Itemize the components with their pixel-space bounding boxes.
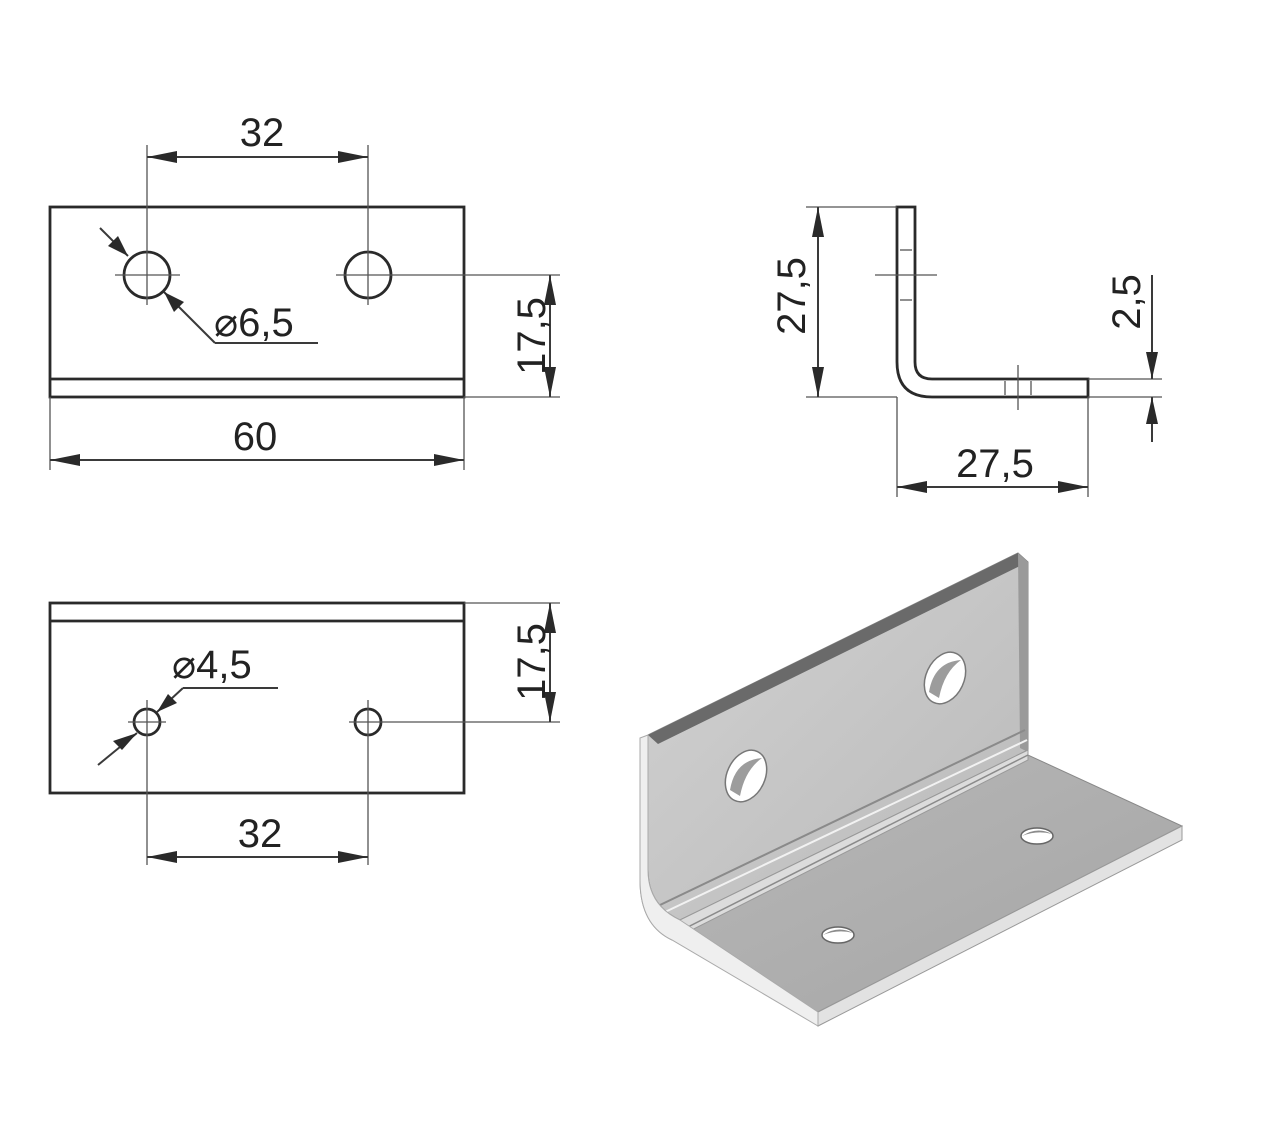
iso-hole-horizontal-1 [821, 926, 855, 944]
top-view: 32 ⌀6,5 17,5 60 [48, 111, 560, 470]
dim-bottom-hole-spacing: 32 [147, 812, 368, 863]
bottom-view-outline [48, 601, 466, 795]
dim-bottom-hole-spacing-label: 32 [238, 812, 283, 856]
dim-side-height-label: 27,5 [770, 257, 814, 335]
dim-top-hole-diameter: ⌀6,5 [99, 227, 318, 345]
dim-top-length-label: 60 [233, 415, 278, 459]
dim-side-thickness-label: 2,5 [1105, 274, 1149, 330]
iso-hole-horizontal-2 [1020, 827, 1054, 845]
dim-top-hole-offset-label: 17,5 [510, 297, 554, 375]
dim-top-hole-spacing-label: 32 [240, 111, 285, 155]
dim-side-thickness: 2,5 [1088, 274, 1162, 442]
dim-top-hole-diameter-label: ⌀6,5 [214, 301, 294, 345]
dim-side-width: 27,5 [896, 397, 1089, 497]
dim-bottom-hole-diameter: ⌀4,5 [97, 643, 278, 766]
dim-bottom-hole-offset: 17,5 [464, 602, 560, 722]
dim-top-hole-offset: 17,5 [464, 275, 560, 398]
dim-side-width-label: 27,5 [956, 442, 1034, 486]
dim-side-height: 27,5 [770, 206, 897, 398]
top-view-outline [48, 205, 466, 399]
iso-vertical-flange-top-edge [648, 553, 1028, 744]
dim-bottom-hole-diameter-label: ⌀4,5 [172, 643, 252, 687]
dim-bottom-hole-offset-label: 17,5 [510, 623, 554, 701]
bottom-view: ⌀4,5 17,5 32 [48, 601, 560, 865]
side-view: 27,5 2,5 27,5 [770, 205, 1162, 497]
side-view-profile [895, 205, 1090, 399]
dim-top-length: 60 [49, 397, 465, 470]
isometric-view [639, 552, 1184, 1027]
dim-top-hole-spacing: 32 [147, 111, 368, 163]
